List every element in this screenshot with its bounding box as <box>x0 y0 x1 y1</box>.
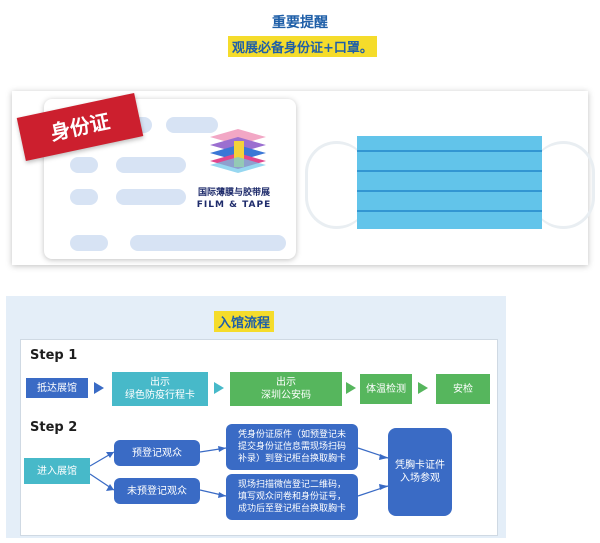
badge-entry-text: 入场参观 <box>400 473 440 484</box>
placeholder-bar <box>130 235 286 251</box>
show-health-card-box: 出示 绿色防疫行程卡 <box>112 372 208 406</box>
not-registered-instructions-text: 填写观众问卷和身份证号， <box>237 492 346 502</box>
enter-venue-text: 进入展馆 <box>37 465 77 477</box>
face-mask-icon <box>357 136 542 229</box>
security-check-box: 安检 <box>436 374 490 404</box>
logo-chinese-name: 国际薄膜与胶带展 <box>197 188 270 198</box>
security-check-text: 安检 <box>453 383 473 395</box>
show-health-card-text: 出示 <box>150 377 170 388</box>
badge-entry-box: 凭胸卡证件 入场参观 <box>388 428 452 516</box>
not-registered-instructions-text: 成功后至登记柜台换取胸卡 <box>237 504 346 514</box>
placeholder-bar <box>166 117 218 133</box>
film-tape-logo-icon <box>210 129 266 173</box>
enter-venue-box: 进入展馆 <box>24 458 90 484</box>
placeholder-bar <box>70 235 108 251</box>
pre-registered-text: 预登记观众 <box>132 447 182 459</box>
arrive-venue-box: 抵达展馆 <box>26 378 88 398</box>
show-police-code-text: 深圳公安码 <box>261 390 311 401</box>
process-title: 入馆流程 <box>214 311 275 332</box>
show-police-code-box: 出示 深圳公安码 <box>230 372 342 406</box>
not-registered-instructions-text: 现场扫描微信登记二维码， <box>237 480 346 490</box>
logo-english-name: FILM & TAPE <box>196 200 272 210</box>
pre-registered-box: 预登记观众 <box>114 440 200 466</box>
arrow-right-icon <box>346 382 356 394</box>
temperature-check-box: 体温检测 <box>360 374 412 404</box>
pre-registered-instructions-text: 提交身份证信息需现场扫码 <box>237 442 346 452</box>
not-registered-text: 未预登记观众 <box>127 485 187 497</box>
placeholder-bar <box>116 189 186 205</box>
not-registered-box: 未预登记观众 <box>114 478 200 504</box>
mask-ear-loop-right <box>532 141 595 229</box>
reminder-subtitle: 观展必备身份证+口罩。 <box>228 36 377 57</box>
show-health-card-text: 绿色防疫行程卡 <box>125 390 195 401</box>
step2-label: Step 2 <box>30 420 78 435</box>
placeholder-bar <box>116 157 186 173</box>
placeholder-bar <box>70 189 98 205</box>
pre-registered-instructions-text: 凭身份证原件（如预登记未 <box>237 430 346 440</box>
arrow-right-icon <box>214 382 224 394</box>
arrive-venue-text: 抵达展馆 <box>37 382 77 394</box>
mask-ear-loop-left <box>305 141 368 229</box>
not-registered-instructions: 现场扫描微信登记二维码， 填写观众问卷和身份证号， 成功后至登记柜台换取胸卡 <box>226 474 358 520</box>
pre-registered-instructions-text: 补录）到登记柜台换取胸卡 <box>237 454 346 464</box>
temperature-check-text: 体温检测 <box>366 383 406 395</box>
step1-label: Step 1 <box>30 348 78 363</box>
page-title: 重要提醒 <box>272 15 328 31</box>
arrow-right-icon <box>94 382 104 394</box>
arrow-right-icon <box>418 382 428 394</box>
requirements-illustration: 国际薄膜与胶带展 FILM & TAPE 身份证 <box>12 91 595 265</box>
show-police-code-text: 出示 <box>276 377 296 388</box>
placeholder-bar <box>70 157 98 173</box>
pre-registered-instructions: 凭身份证原件（如预登记未 提交身份证信息需现场扫码 补录）到登记柜台换取胸卡 <box>226 424 358 470</box>
badge-entry-text: 凭胸卡证件 <box>395 460 445 471</box>
